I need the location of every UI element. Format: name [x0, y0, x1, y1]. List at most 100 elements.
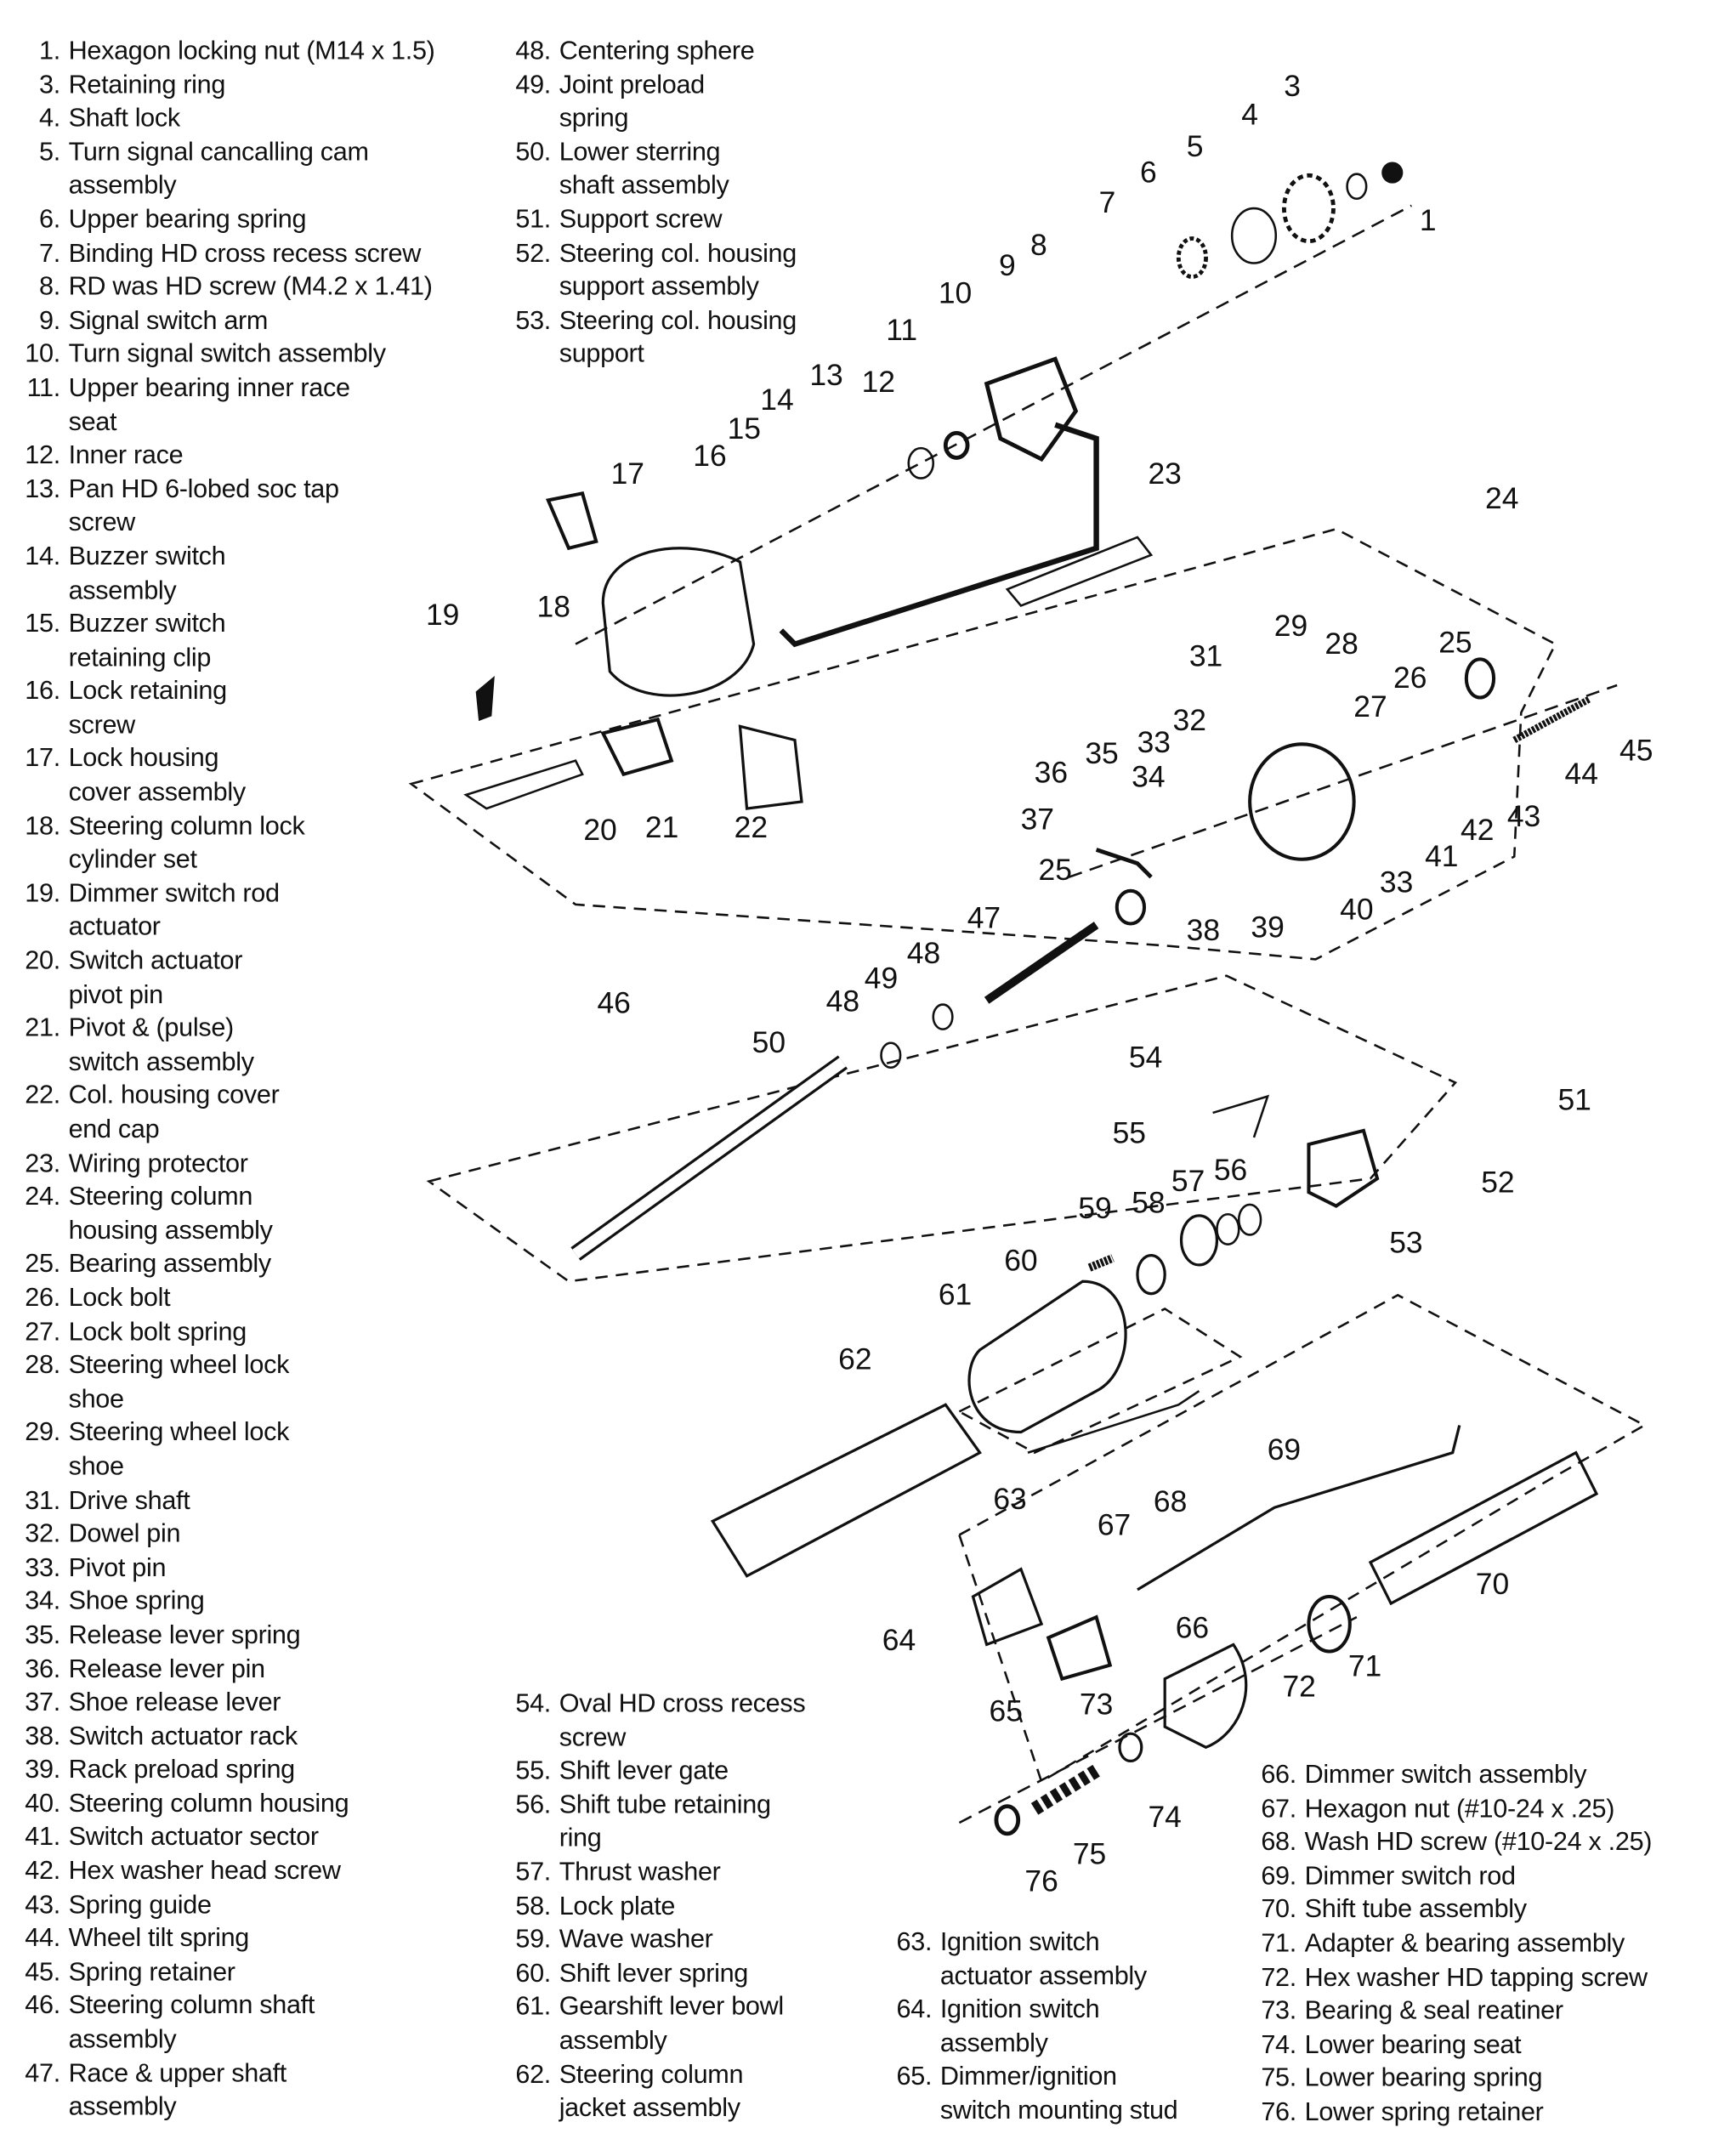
legend-item: 6.Upper bearing spring: [20, 204, 435, 238]
legend-item-label: Lock housing: [68, 745, 219, 774]
legend-item-number: 49.: [515, 71, 552, 100]
legend-item-number: 20.: [25, 946, 60, 976]
legend-item-label: Wash HD screw (#10-24 x .25): [1304, 1828, 1653, 1858]
callout-62: 62: [838, 1342, 871, 1376]
legend-item: 7.Binding HD cross recess screw: [20, 238, 435, 272]
legend-item-label: Steering col. housing: [559, 306, 797, 336]
legend-item-label-continued: shoe: [68, 1385, 124, 1415]
callout-40: 40: [1340, 893, 1373, 927]
legend-item-number: 52.: [515, 239, 552, 269]
callout-51: 51: [1557, 1083, 1591, 1117]
callout-11: 11: [886, 313, 917, 347]
shaft-assembly-outline: [426, 974, 1458, 1283]
bearing-seal-retainer-part: [1163, 1643, 1248, 1750]
legend-item: 27.Lock bolt spring: [20, 1316, 435, 1350]
legend-item: 36.Release lever pin: [20, 1654, 435, 1688]
legend-item-label: Dimmer switch rod: [1304, 1862, 1516, 1892]
legend-item-number: 67.: [1261, 1795, 1296, 1824]
legend-item-label: Shaft lock: [68, 104, 181, 133]
legend-item-number: 35.: [25, 1620, 60, 1650]
legend-item-number: 37.: [25, 1688, 60, 1717]
shift-tube-part: [1368, 1450, 1599, 1606]
ignition-actuator-rod-part: [1027, 1390, 1200, 1454]
legend-item-label: Lock bolt spring: [68, 1318, 247, 1347]
legend-item-number: 69.: [1261, 1862, 1296, 1892]
dimmer-switch-rod-part: [1137, 1425, 1461, 1591]
upper-shaft-part: [984, 922, 1099, 1004]
legend-item-label: Oval HD cross recess: [559, 1689, 806, 1719]
legend-item-number: 23.: [25, 1149, 60, 1178]
legend-item-label: Joint preload: [559, 71, 706, 100]
legend-item: 40.Steering column housing: [20, 1788, 435, 1822]
legend-item-label: Centering sphere: [559, 37, 755, 66]
wiring-harness-part: [779, 422, 1099, 648]
legend-item: 74.Lower bearing seat: [1256, 2029, 1653, 2063]
legend-item-label: Pivot & (pulse): [68, 1014, 235, 1044]
legend-item-label: Lower sterring: [559, 138, 721, 167]
callout-15: 15: [728, 411, 761, 445]
legend-item-label-continued: jacket assembly: [559, 2094, 740, 2124]
housing-axis-line: [1068, 684, 1618, 878]
callout-47: 47: [967, 900, 1001, 934]
legend-item: 33.Pivot pin: [20, 1552, 435, 1586]
legend-item-number: 7.: [39, 239, 60, 269]
legend-item-label-continued: seat: [68, 407, 117, 437]
callout-42: 42: [1461, 813, 1494, 847]
legend-item: 12.Inner race: [20, 440, 435, 474]
legend-item: 60.Shift lever spring: [510, 1958, 806, 1992]
legend-item-label-continued: assembly: [68, 172, 177, 201]
legend-item-label: Buzzer switch: [68, 610, 226, 639]
callout-61: 61: [939, 1278, 972, 1312]
retaining-ring-part: [1346, 173, 1368, 201]
legend-item: 35.Release lever spring: [20, 1620, 435, 1654]
lock-cylinder-part: [545, 491, 598, 551]
callout-18: 18: [537, 589, 570, 623]
legend-item-label: Dimmer switch assembly: [1304, 1761, 1587, 1790]
legend-item: 66.Dimmer switch assembly: [1256, 1760, 1653, 1794]
callout-33: 33: [1380, 865, 1413, 899]
wiring-protector-part: [1005, 536, 1154, 608]
callout-63: 63: [993, 1482, 1026, 1516]
callout-19: 19: [426, 598, 459, 632]
legend-item-label: Dimmer/ignition: [939, 2062, 1117, 2092]
wave-washer-part: [1136, 1253, 1166, 1296]
callout-68: 68: [1154, 1484, 1187, 1518]
legend-item-label: Lock bolt: [68, 1284, 171, 1313]
callout-58: 58: [1132, 1186, 1165, 1220]
dimmer-switch-part: [1046, 1614, 1113, 1682]
legend-item-number: 65.: [896, 2062, 933, 2092]
legend-item-number: 33.: [25, 1553, 60, 1583]
legend-item-label-continued: screw: [559, 1723, 627, 1753]
callout-39: 39: [1251, 911, 1284, 945]
legend-item-number: 57.: [515, 1858, 552, 1887]
callout-48: 48: [907, 936, 940, 970]
legend-item-label: Buzzer switch: [68, 542, 226, 572]
legend-item-label-continued: support: [559, 340, 644, 370]
legend-item-label: Steering column: [559, 2060, 744, 2090]
legend-item-number: 19.: [25, 879, 60, 909]
legend-item-label: Retaining ring: [68, 71, 226, 100]
callout-66: 66: [1176, 1610, 1209, 1644]
legend-item-label-continued: shaft assembly: [559, 172, 729, 201]
legend-item-label: Shift lever gate: [559, 1756, 729, 1786]
callout-71: 71: [1348, 1648, 1381, 1682]
shift-lever-spring-part: [1087, 1254, 1115, 1272]
legend-item-label: Shift tube retaining: [559, 1790, 771, 1820]
callout-46: 46: [597, 985, 630, 1019]
legend-item-label: Ignition switch: [939, 1928, 1100, 1957]
legend-item-label-continued: actuator: [68, 913, 161, 943]
lower-spring-retainer-part: [994, 1804, 1021, 1836]
housing-assembly-outline: [408, 527, 1557, 961]
legend-item: 8.RD was HD screw (M4.2 x 1.41): [20, 271, 435, 305]
legend-item-label-continued: screw: [68, 508, 136, 538]
callout-56: 56: [1214, 1153, 1247, 1187]
legend-item-label: Race & upper shaft: [68, 2059, 287, 2089]
